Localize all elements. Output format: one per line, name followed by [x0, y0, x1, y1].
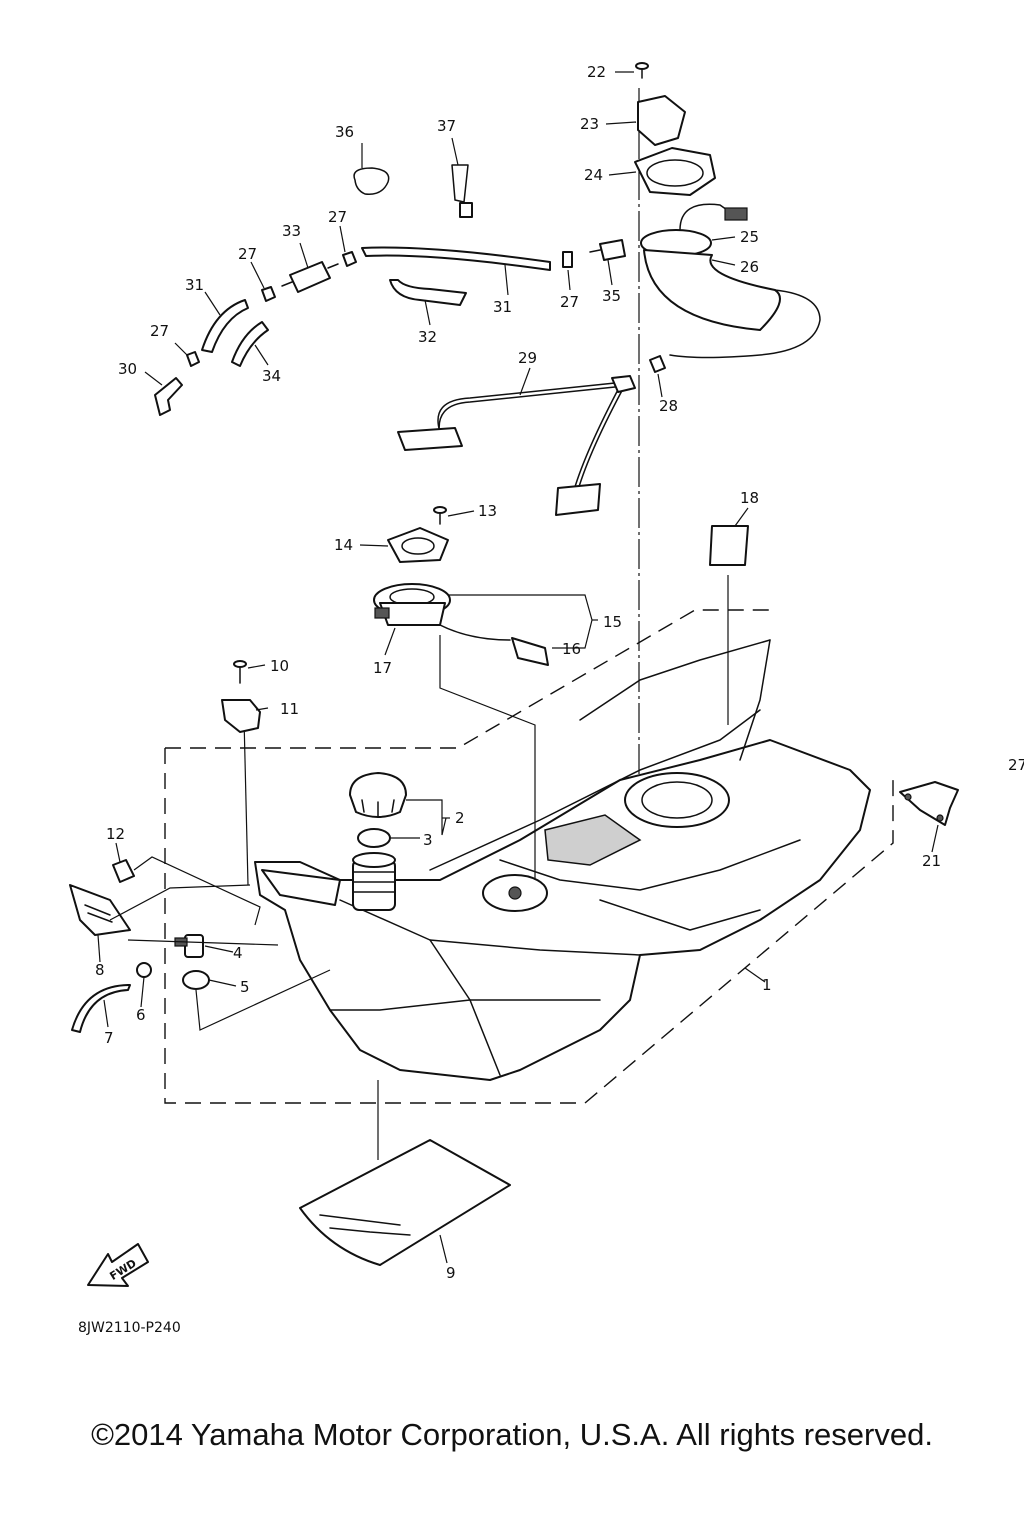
diagram-code: 8JW2110-P240: [78, 1320, 181, 1336]
callout-30: 30: [118, 360, 137, 378]
callout-27-edge: 27: [1008, 756, 1024, 774]
hose-31-left: [201, 299, 249, 353]
callout-34: 34: [262, 367, 281, 385]
hose-32: [389, 279, 467, 306]
hose-7: [71, 984, 131, 1033]
breather-valve: [174, 934, 204, 958]
pump-cover-23: [637, 95, 686, 146]
callout-25: 25: [740, 228, 759, 246]
bolt-10: [233, 660, 247, 684]
callout-22: 22: [587, 63, 606, 81]
callout-11: 11: [280, 700, 299, 718]
callout-23: 23: [580, 115, 599, 133]
callout-4: 4: [233, 944, 243, 962]
clip-37: [451, 164, 473, 218]
callout-3: 3: [423, 831, 433, 849]
callout-31-left: 31: [185, 276, 204, 294]
screw-22: [635, 62, 649, 79]
callout-15: 15: [603, 613, 622, 631]
fuel-tank: [254, 639, 871, 1081]
center-lines: [243, 88, 729, 1160]
callout-6: 6: [136, 1006, 146, 1024]
pump-filter-26: [643, 249, 821, 359]
hose-31-long: [361, 246, 551, 271]
bracket-21: [899, 781, 959, 826]
cap-27-upper: [342, 251, 357, 267]
callout-35: 35: [602, 287, 621, 305]
bolt-13: [433, 506, 447, 525]
callout-27-lower: 27: [150, 322, 169, 340]
callout-1: 1: [762, 976, 772, 994]
fitting-30: [154, 377, 183, 416]
callout-28: 28: [659, 397, 678, 415]
callout-21: 21: [922, 852, 941, 870]
pad-18: [709, 525, 749, 566]
callout-14: 14: [334, 536, 353, 554]
callout-7: 7: [104, 1029, 114, 1047]
cap-o-ring: [357, 828, 391, 848]
callout-27-upper: 27: [328, 208, 347, 226]
grommet: [182, 970, 210, 990]
callout-24: 24: [584, 166, 603, 184]
callout-2: 2: [455, 809, 465, 827]
callout-29: 29: [518, 349, 537, 367]
connector-16: [511, 637, 549, 666]
callout-18: 18: [740, 489, 759, 507]
callout-36: 36: [335, 123, 354, 141]
callout-26: 26: [740, 258, 759, 276]
callout-labels: 22 23 24 25 26 36 37 27 33 27 31 27 30 3…: [95, 63, 1024, 1282]
fuel-filter-33: [281, 261, 339, 293]
fuel-sender-17: [373, 583, 511, 641]
fwd-arrow-icon: FWD: [87, 1243, 149, 1287]
callout-31-long: 31: [493, 298, 512, 316]
callout-33: 33: [282, 222, 301, 240]
callout-16: 16: [562, 640, 581, 658]
callout-13: 13: [478, 502, 497, 520]
callout-27-left: 27: [238, 245, 257, 263]
band-36: [353, 167, 390, 195]
bracket-11: [221, 699, 261, 733]
cap-27-lower: [186, 351, 200, 367]
clip: [136, 962, 152, 978]
leader-lines: [97, 71, 939, 1264]
callout-5: 5: [240, 978, 250, 996]
callout-27-right: 27: [560, 293, 579, 311]
gasket-14: [387, 527, 449, 563]
fuel-pump-25: [640, 203, 748, 257]
callout-9: 9: [446, 1264, 456, 1282]
tank-assembly-dashed-box: [164, 609, 894, 1104]
callout-17: 17: [373, 659, 392, 677]
cap-28: [649, 355, 666, 373]
callout-8: 8: [95, 961, 105, 979]
sheet-9: [299, 1139, 511, 1266]
cap-27-right: [562, 251, 573, 268]
copyright-notice: ©2014 Yamaha Motor Corporation, U.S.A. A…: [91, 1417, 933, 1452]
callout-10: 10: [270, 657, 289, 675]
connector-35: [589, 239, 626, 261]
protector-hatching: [84, 904, 113, 923]
callout-37: 37: [437, 117, 456, 135]
pump-gasket-24: [634, 147, 716, 196]
cap-27-left: [261, 286, 276, 302]
hose-34: [231, 321, 269, 367]
callout-12: 12: [106, 825, 125, 843]
vent-hose-29: [397, 375, 636, 516]
heat-protector-8: [69, 884, 131, 936]
clip-12: [112, 859, 135, 883]
fuel-cap: [349, 772, 407, 818]
callout-32: 32: [418, 328, 437, 346]
